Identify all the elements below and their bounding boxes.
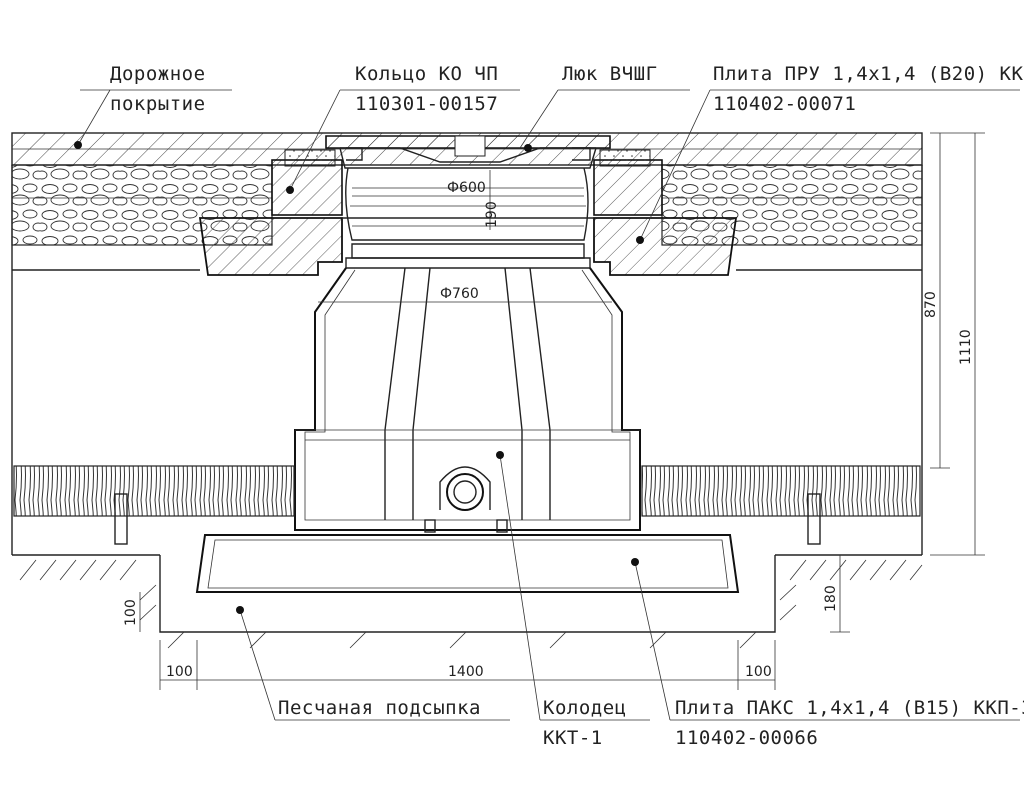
- dimension-lines: [139, 132, 985, 690]
- label-sand-bedding: Песчаная подсыпка: [278, 697, 481, 719]
- ground-hatching: [19, 559, 923, 649]
- label-top-plate-2: 110402-00071: [713, 93, 856, 115]
- top-plate: [198, 217, 738, 276]
- dim-h190: 190: [484, 201, 500, 228]
- trench-outline: [11, 165, 923, 633]
- label-ring-1: Кольцо КО ЧП: [355, 63, 498, 85]
- label-base-plate-1: Плита ПАКС 1,4х1,4 (В15) ККП-3: [675, 697, 1024, 719]
- manhole-hatch: [325, 135, 611, 169]
- label-road-surface-1: Дорожное: [110, 63, 206, 85]
- label-hatch: Люк ВЧШГ: [562, 63, 658, 85]
- label-well-1: Колодец: [543, 697, 627, 719]
- well-neck: [345, 167, 589, 241]
- gravel-layer: [11, 164, 923, 246]
- dim-h180: 180: [823, 585, 839, 612]
- dim-d760: Ф760: [440, 286, 479, 302]
- dim-w100-right: 100: [745, 664, 772, 680]
- dim-w100-left: 100: [166, 664, 193, 680]
- well-body: [294, 243, 641, 533]
- label-road-surface-2: покрытие: [110, 93, 206, 115]
- label-top-plate-1: Плита ПРУ 1,4х1,4 (В20) ККП-: [713, 63, 1024, 85]
- corrugated-pipes: [13, 465, 921, 517]
- label-ring-2: 110301-00157: [355, 93, 498, 115]
- dim-d600: Ф600: [447, 180, 486, 196]
- post-right: [807, 493, 821, 545]
- leader-dots: [74, 141, 644, 614]
- dim-w1400: 1400: [448, 664, 484, 680]
- label-well-2: ККТ-1: [543, 727, 603, 749]
- base-plate: [195, 534, 740, 593]
- dim-h100: 100: [123, 599, 139, 626]
- support-ring: [271, 149, 663, 216]
- dim-h1110: 1110: [958, 329, 974, 365]
- post-left: [114, 493, 128, 545]
- dim-h870: 870: [923, 291, 939, 318]
- leader-lines: [77, 89, 1020, 721]
- label-base-plate-2: 110402-00066: [675, 727, 818, 749]
